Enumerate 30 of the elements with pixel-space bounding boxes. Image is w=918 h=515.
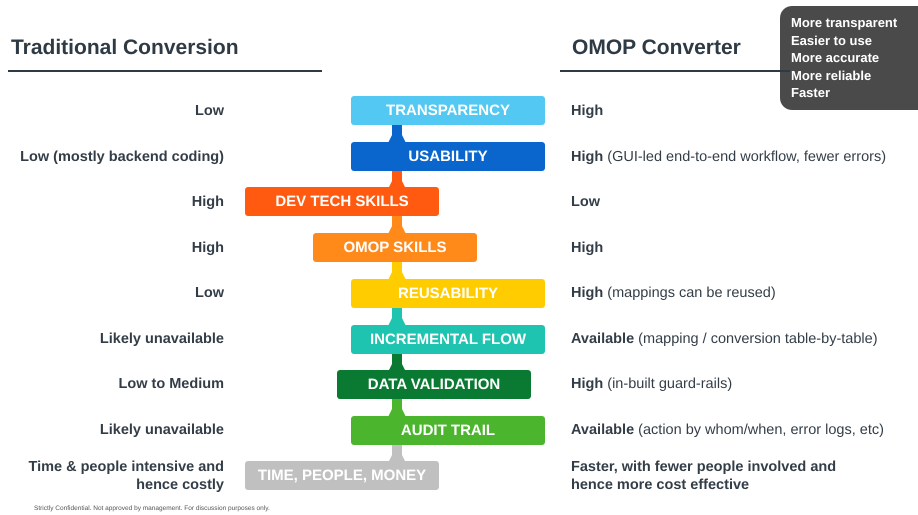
rating-text: High	[190, 193, 224, 211]
category-banner: TRANSPARENCY	[351, 96, 545, 125]
category-banner: DATA VALIDATION	[337, 370, 531, 399]
column-heading: Traditional Conversion	[11, 36, 239, 60]
rating-text: High	[571, 239, 604, 257]
category-banner: AUDIT TRAIL	[351, 416, 545, 445]
rating-text: High (in-built guard-rails)	[571, 375, 732, 393]
category-banner: USABILITY	[351, 142, 545, 171]
rating-text: Time & people intensive and hence costly	[27, 458, 224, 494]
rating-text: Low	[194, 102, 224, 120]
rating-text: High (GUI-led end-to-end workflow, fewer errors)	[571, 148, 886, 166]
category-banner: OMOP SKILLS	[313, 233, 477, 262]
rating-text: Available (action by whom/when, error logs, etc)	[571, 421, 884, 439]
category-banner: INCREMENTAL FLOW	[351, 325, 545, 354]
rating-text: Low to Medium	[117, 375, 224, 393]
rating-text: Likely unavailable	[98, 330, 224, 348]
category-banner: TIME, PEOPLE, MONEY	[245, 461, 439, 490]
rating-text: High	[571, 102, 604, 120]
rating-text: Low	[194, 284, 224, 302]
rating-text: Low (mostly backend coding)	[19, 148, 224, 166]
category-banner: REUSABILITY	[351, 279, 545, 308]
column-heading: OMOP Converter	[572, 36, 741, 60]
rating-text: Likely unavailable	[98, 421, 224, 439]
category-banner: DEV TECH SKILLS	[245, 187, 439, 216]
callout-box: More transparent Easier to use More accurate More reliable Faster	[780, 6, 918, 110]
rating-text: Faster, with fewer people involved and hence more cost effective	[571, 458, 838, 494]
rating-text: High	[190, 239, 224, 257]
rating-text: High (mappings can be reused)	[571, 284, 776, 302]
rating-text: Low	[571, 193, 600, 211]
rating-text: Available (mapping / conversion table-by-table)	[571, 330, 878, 348]
